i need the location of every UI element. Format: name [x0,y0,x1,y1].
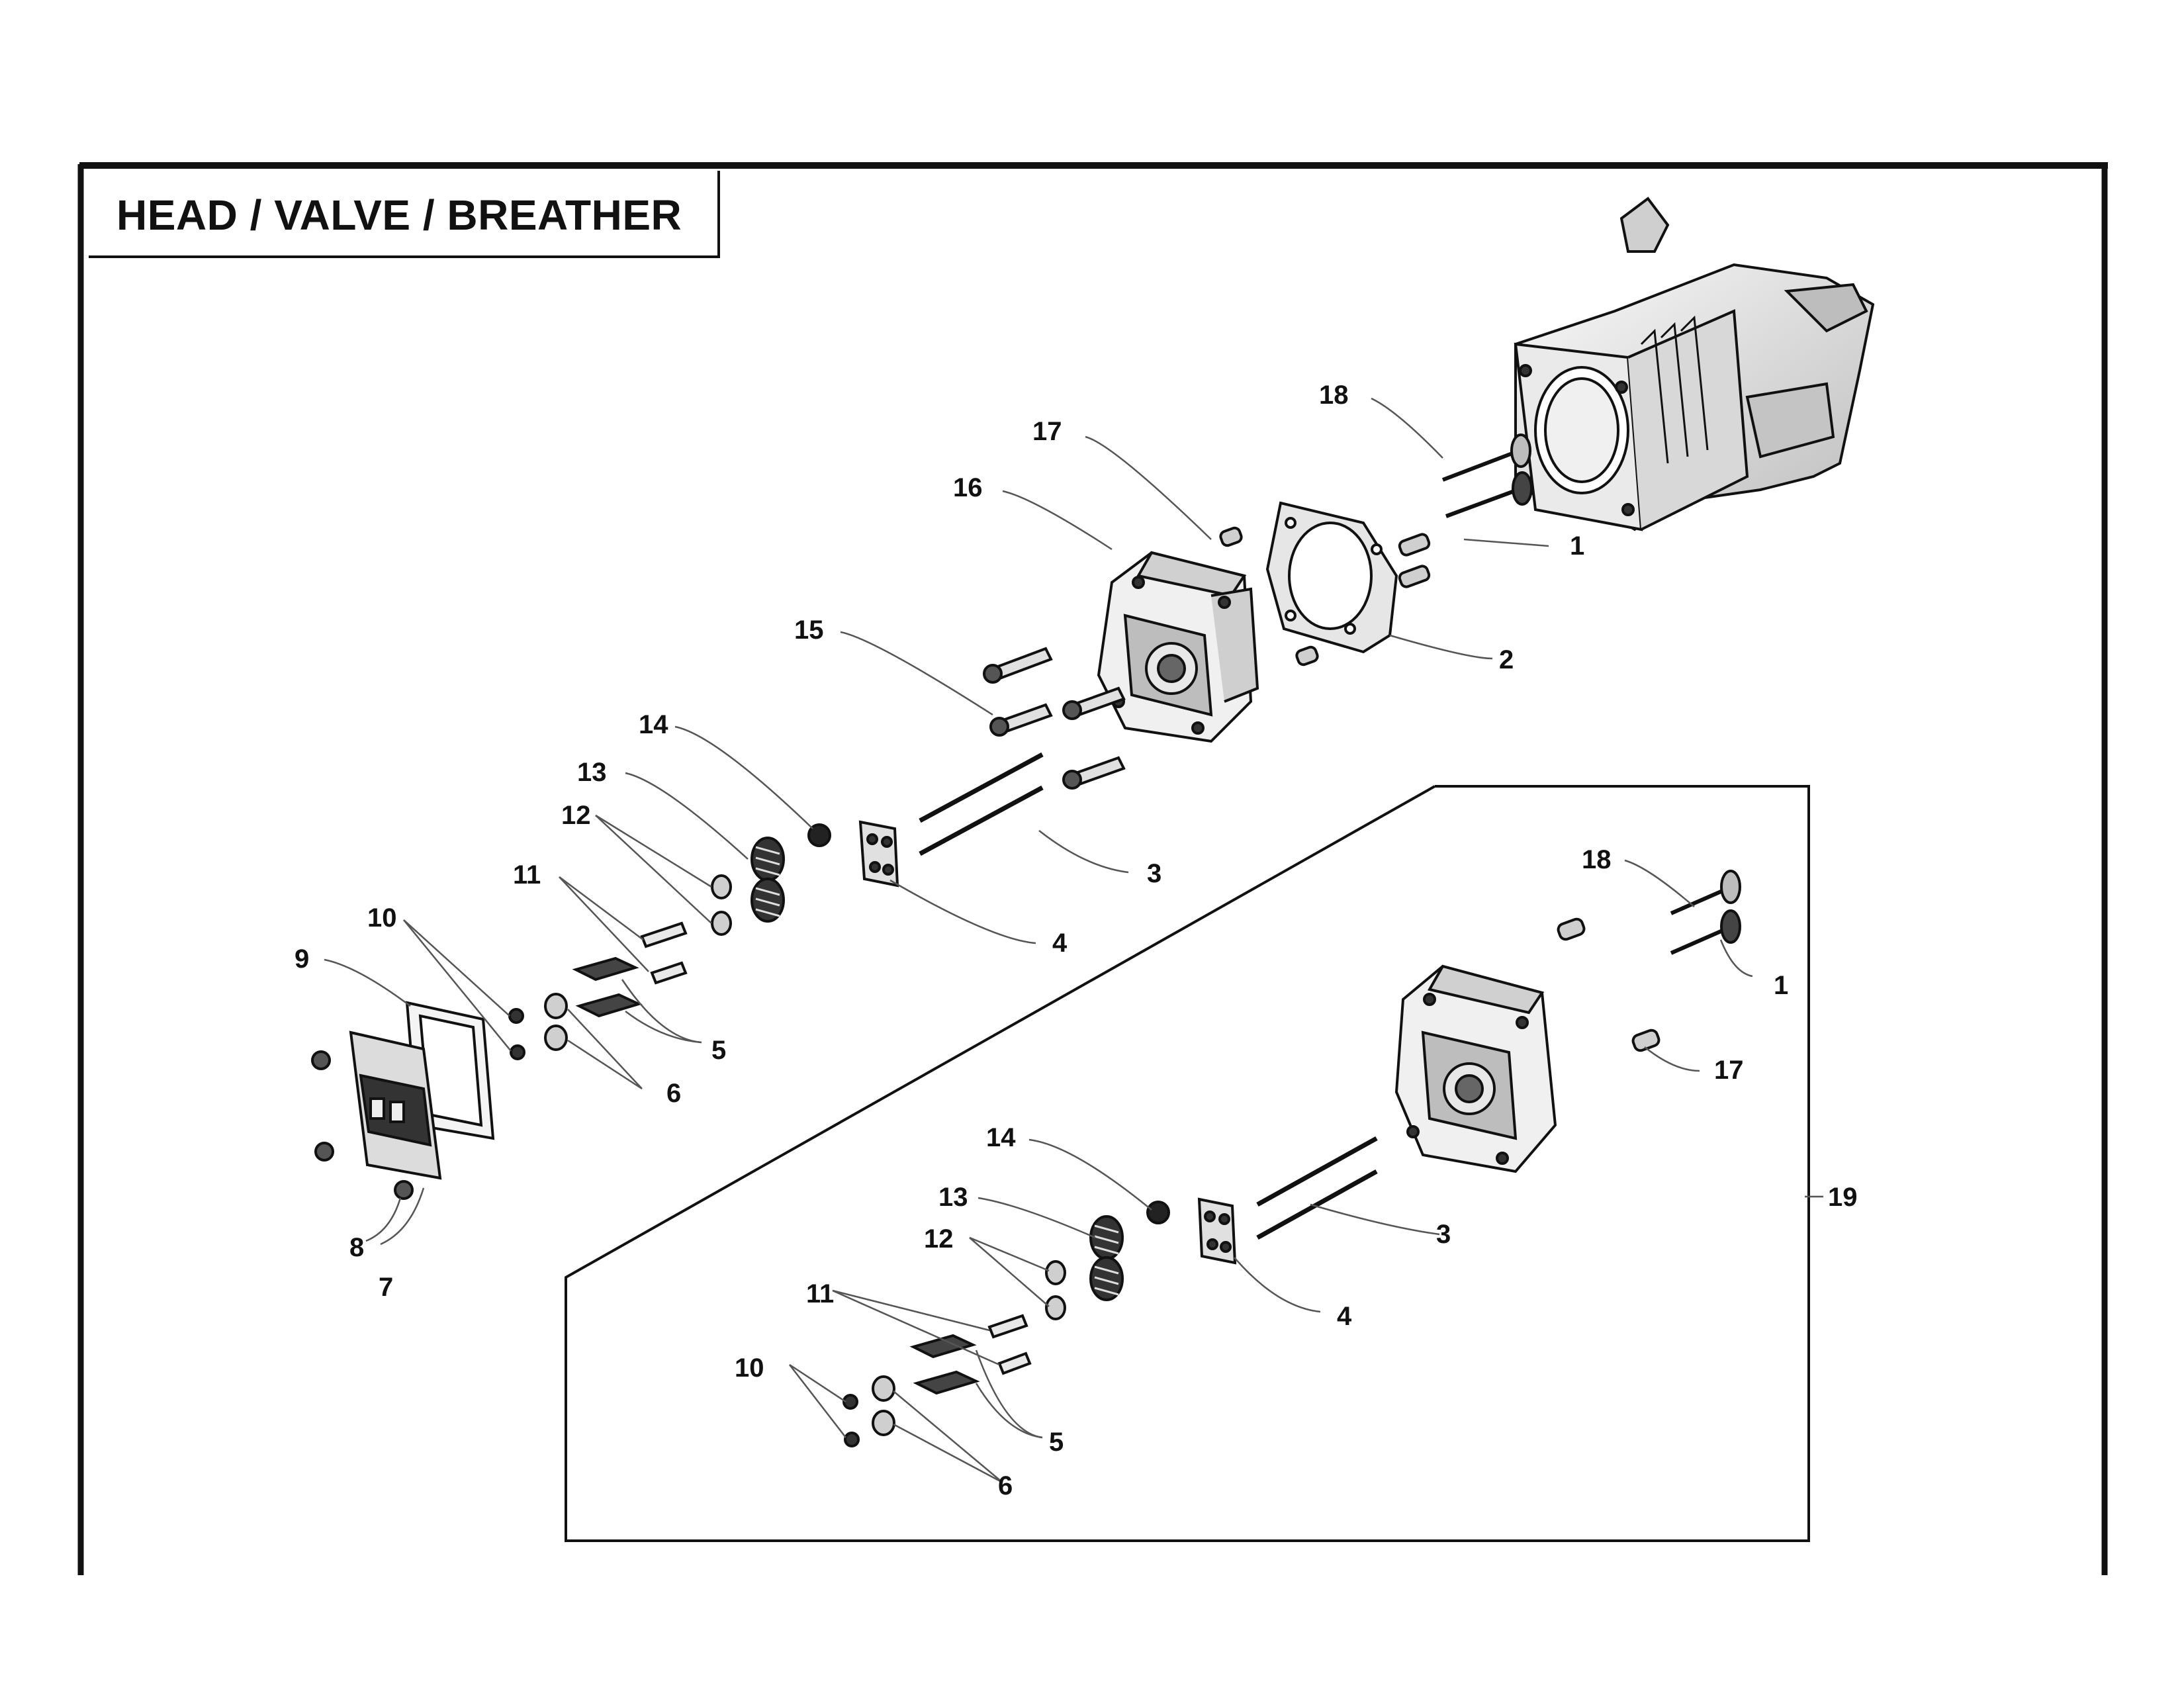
callout-8: 8 [349,1233,364,1262]
inset-callout-14: 14 [986,1123,1016,1152]
inset-callout-17: 17 [1714,1056,1744,1085]
inset-valve-intake [1670,870,1741,915]
callout-16: 16 [953,473,983,502]
inset-valve-stem-seal [1146,1201,1170,1224]
inset-cylinder-head [1394,964,1557,1173]
inset-callout-4: 4 [1337,1302,1352,1331]
rocker-arms [572,956,643,1018]
callout-17: 17 [1032,417,1062,446]
rocker-studs [640,921,688,985]
inset-callout-5: 5 [1049,1428,1064,1457]
inset-rocker-nuts [842,1394,860,1447]
inset-valve-exhaust [1670,909,1741,955]
diagram-title: HEAD / VALVE / BREATHER [116,191,682,239]
valve-stem-seal [807,823,831,847]
callout-14: 14 [639,710,668,739]
callout-13: 13 [577,758,607,787]
dowel-pins [1219,526,1431,666]
rocker-pivots [544,993,568,1051]
inset-callout-1: 1 [1774,971,1788,1000]
inset-rocker-pivots [872,1375,895,1436]
callouts-main: 18 1 17 16 2 15 14 13 12 11 10 9 3 4 5 6… [295,381,1584,1302]
callout-10: 10 [367,903,397,933]
callouts-inset: 18 1 17 19 14 13 12 11 10 3 4 5 6 [735,845,1858,1500]
spring-retainers [711,874,732,936]
inset-kit-box [565,785,1810,1542]
push-rod-guide [858,820,899,888]
inset-push-rods [1256,1136,1378,1240]
inset-valve-guides [1557,917,1661,1052]
inset-rocker-studs [987,1314,1032,1375]
rocker-nuts [508,1008,525,1060]
callout-7: 7 [379,1273,393,1302]
title-box: HEAD / VALVE / BREATHER [89,171,720,258]
callout-4: 4 [1052,929,1068,958]
callout-6: 6 [666,1079,681,1108]
callout-9: 9 [295,944,309,974]
inset-callout-13: 13 [938,1183,968,1212]
callout-11: 11 [513,860,541,890]
valve-cover [349,1030,442,1180]
inset-spring-retainers [1045,1260,1066,1320]
push-rods [919,752,1044,856]
head-gasket [1265,501,1398,654]
callout-5: 5 [711,1036,726,1065]
callout-2: 2 [1499,645,1514,674]
inset-callout-19: 19 [1828,1183,1858,1212]
head-bolts [983,647,1126,790]
leader-lines [324,397,1823,1484]
inset-callout-6: 6 [998,1471,1013,1500]
cylinder-head [1097,551,1259,743]
inset-callout-12: 12 [924,1224,954,1254]
cover-screws [311,1050,414,1200]
callout-1: 1 [1570,531,1584,561]
callout-3: 3 [1147,859,1161,888]
inset-callout-3: 3 [1436,1220,1451,1249]
diagram-border [77,162,2108,1575]
callout-15: 15 [794,616,824,645]
inset-push-rod-guide [1197,1197,1237,1265]
inset-rocker-arms [909,1334,980,1395]
inset-callout-10: 10 [735,1353,764,1383]
callout-18: 18 [1319,381,1349,410]
inset-callout-11: 11 [806,1279,834,1308]
valve-springs [751,837,785,923]
valve-intake [1441,434,1531,482]
callout-12: 12 [561,801,591,830]
inset-callout-18: 18 [1582,845,1612,874]
engine-block [1514,197,1875,531]
valve-exhaust [1445,471,1533,518]
inset-valve-springs [1089,1215,1124,1301]
